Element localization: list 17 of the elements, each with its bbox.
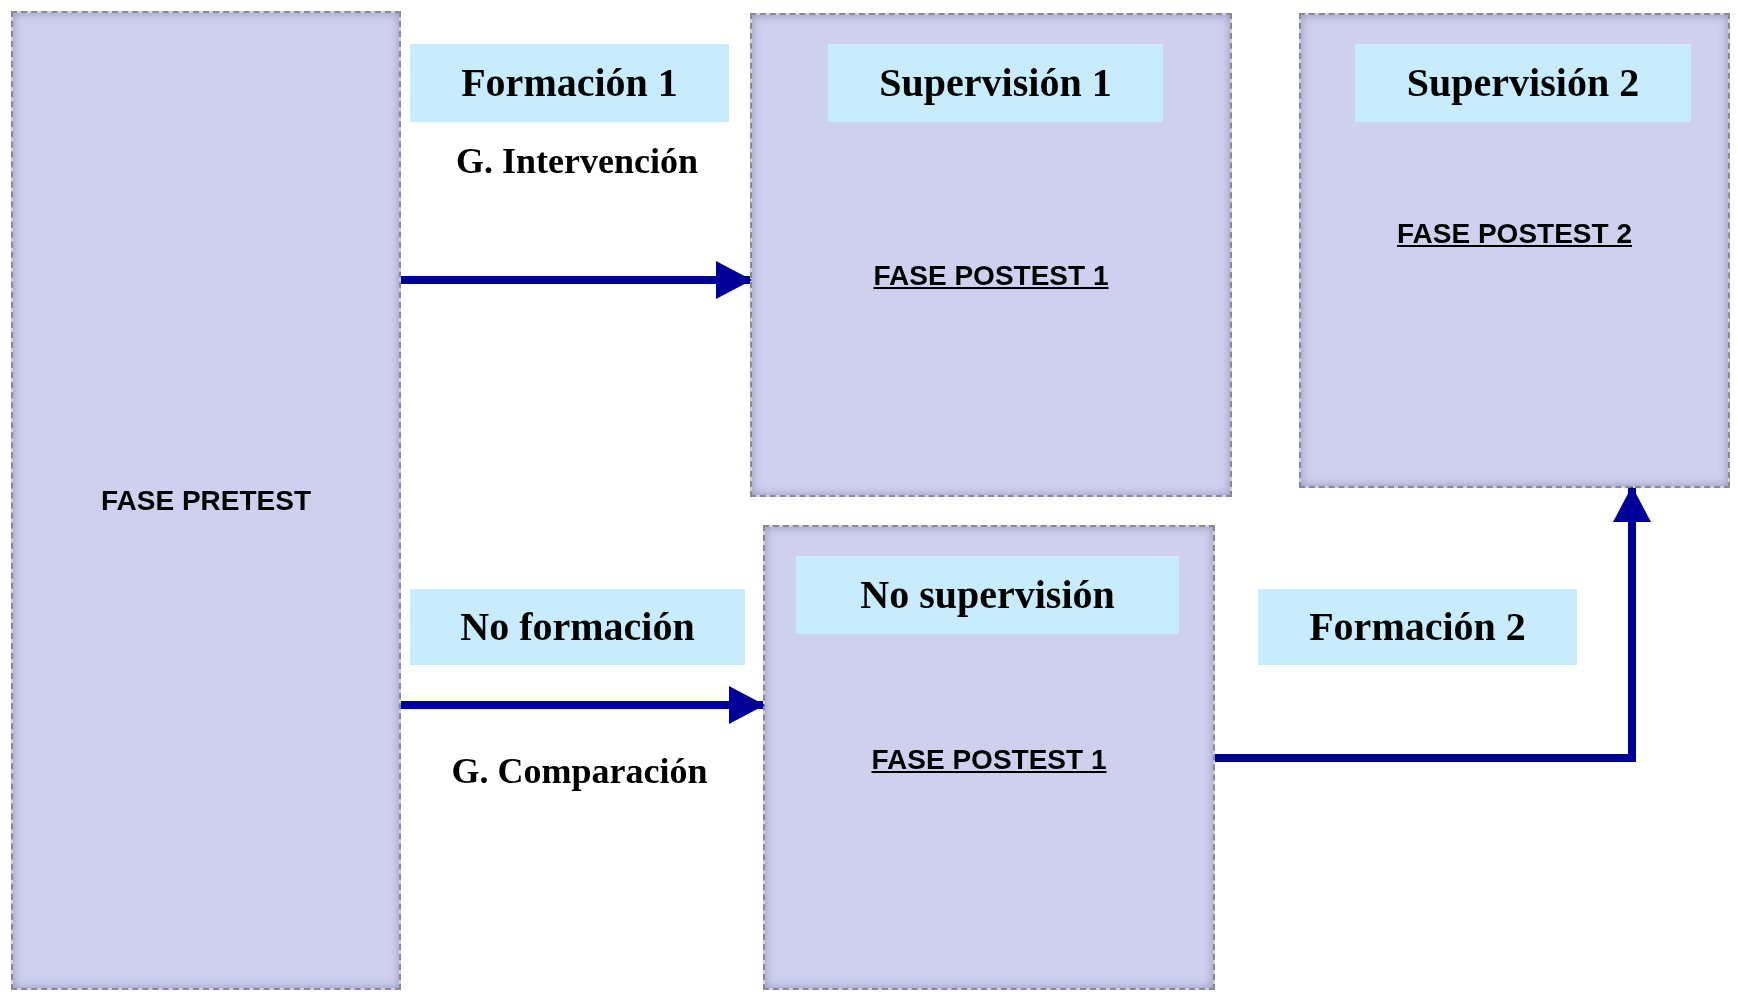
stage-heading: No supervisión xyxy=(796,556,1179,634)
stage-heading: Supervisión 1 xyxy=(828,44,1163,122)
stage-box xyxy=(1299,13,1730,488)
arrow xyxy=(401,686,765,724)
tag-box: Formación 2 xyxy=(1258,589,1577,665)
stage-heading: Supervisión 2 xyxy=(1355,44,1691,122)
arrow xyxy=(1215,486,1651,762)
phase-label: FASE POSTEST 2 xyxy=(1396,217,1633,251)
phase-label: FASE POSTEST 1 xyxy=(870,743,1108,777)
phase-box xyxy=(11,11,401,990)
tag-box: Formación 1 xyxy=(410,44,729,122)
phase-label: FASE POSTEST 1 xyxy=(872,259,1110,293)
phase-label: FASE PRETEST xyxy=(99,483,312,518)
arrow xyxy=(401,261,752,299)
tag-box: No formación xyxy=(410,589,745,665)
stage-box xyxy=(763,525,1215,990)
stage-box xyxy=(750,13,1232,497)
